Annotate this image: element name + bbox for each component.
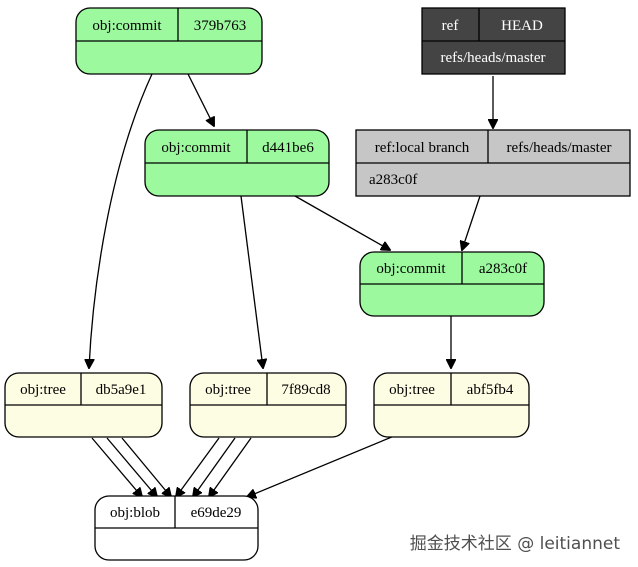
ref-head-kind: ref — [442, 18, 459, 34]
edge-379-to-db5 — [89, 73, 153, 368]
tree-7f89cd8-kind: obj:tree — [205, 382, 251, 398]
blob-e69de29-id: e69de29 — [191, 505, 242, 521]
ref-head-target: refs/heads/master — [441, 50, 546, 66]
commit-379b763-kind: obj:commit — [92, 18, 162, 34]
tree-db5a9e1-id: db5a9e1 — [96, 382, 147, 398]
edge-379-to-d441 — [187, 73, 214, 126]
commit-a283c0f-kind: obj:commit — [376, 261, 446, 277]
edge-db5-to-blob-2 — [106, 437, 157, 497]
commit-379b763-id: 379b763 — [194, 18, 247, 34]
tree-node-db5a9e1: obj:tree db5a9e1 — [4, 372, 163, 438]
edge-abf-to-blob — [247, 433, 400, 497]
edge-db5-to-blob-1 — [91, 437, 142, 497]
ref-local-branch-kind: ref:local branch — [375, 140, 470, 156]
commit-a283c0f-id: a283c0f — [479, 261, 527, 277]
blob-e69de29-kind: obj:blob — [110, 505, 160, 521]
ref-node-local-branch: ref:local branch refs/heads/master a283c… — [355, 129, 631, 197]
ref-head-name: HEAD — [501, 18, 543, 34]
blob-node-e69de29: obj:blob e69de29 — [94, 495, 259, 561]
commit-node-d441be6: obj:commit d441be6 — [144, 129, 330, 197]
ref-node-head: ref HEAD refs/heads/master — [421, 7, 566, 75]
tree-abf5fb4-id: abf5fb4 — [467, 382, 514, 398]
edge-d441-to-a283 — [294, 195, 390, 250]
edge-7f89-to-blob-2 — [193, 437, 236, 497]
tree-abf5fb4-kind: obj:tree — [389, 382, 435, 398]
tree-node-abf5fb4: obj:tree abf5fb4 — [373, 372, 530, 438]
ref-local-branch-target: a283c0f — [369, 172, 417, 188]
tree-7f89cd8-id: 7f89cd8 — [281, 382, 330, 398]
commit-d441be6-kind: obj:commit — [161, 140, 231, 156]
tree-node-7f89cd8: obj:tree 7f89cd8 — [189, 372, 347, 438]
edge-db5-to-blob-3 — [121, 437, 171, 497]
watermark-text: 掘金技术社区 @ leitiannet — [410, 534, 621, 554]
commit-d441be6-id: d441be6 — [262, 140, 314, 156]
tree-db5a9e1-kind: obj:tree — [20, 382, 66, 398]
edges — [89, 73, 493, 497]
commit-node-379b763: obj:commit 379b763 — [75, 7, 263, 75]
edge-local-branch-to-a283 — [462, 195, 481, 250]
ref-local-branch-name: refs/heads/master — [507, 140, 612, 156]
edge-7f89-to-blob-3 — [209, 437, 252, 497]
commit-node-a283c0f: obj:commit a283c0f — [359, 251, 545, 317]
edge-d441-to-7f89 — [240, 195, 263, 368]
edge-7f89-to-blob-1 — [176, 437, 220, 497]
